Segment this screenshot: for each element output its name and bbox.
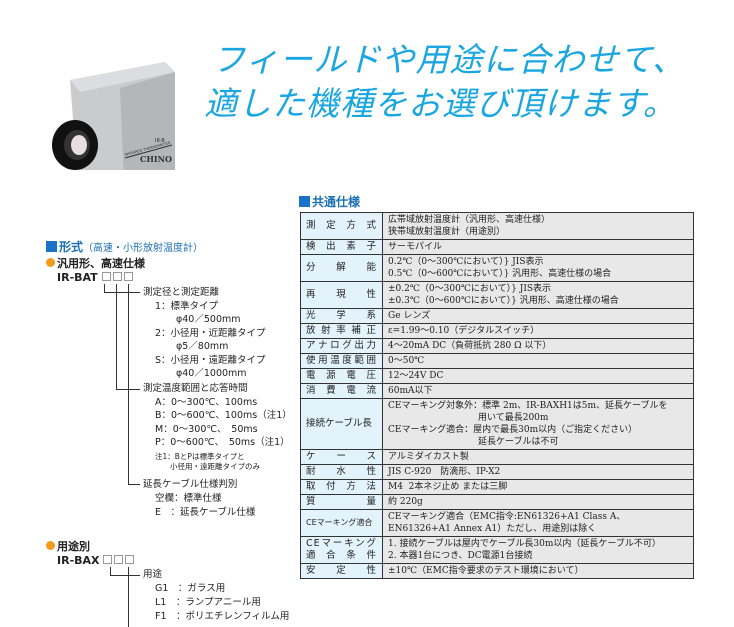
spec-label: 光学系 [300, 308, 383, 324]
spec-label: 電源電圧 [300, 368, 383, 384]
spec-value: 12～24V DC [382, 368, 694, 384]
spec-label: 使用温度範囲 [300, 353, 383, 369]
spec-value: 広帯域放射温度計（汎用形、高速仕様） 狭帯域放射温度計（用途別） [382, 212, 694, 240]
spec-row: 測定方式広帯域放射温度計（汎用形、高速仕様） 狭帯域放射温度計（用途別） [300, 212, 694, 240]
option: 空欄：標準仕様 [155, 493, 222, 504]
model-ir-bat: IR-BAT [57, 271, 135, 284]
option: A：0～300℃、100ms [155, 397, 258, 408]
spec-value: Ge レンズ [382, 308, 694, 324]
option: φ5／80mm [176, 341, 229, 352]
option: L1 ：ランプアニール用 [155, 597, 261, 608]
spec-label: 安定性 [300, 563, 383, 579]
spec-label: 接続ケーブル長 [300, 398, 383, 450]
spec-label: 分解能 [300, 254, 383, 282]
spec-value: 1. 接続ケーブルは屋内でケーブル長30m以内（延長ケーブル不可） 2. 本器1… [382, 536, 694, 564]
option: P：0～600℃、 50ms（注1） [155, 437, 290, 448]
spec-row: ケースアルミダイカスト製 [300, 449, 694, 465]
spec-value: 60mA以下 [382, 383, 694, 399]
headline: フィールドや用途に合わせて、 適した機種をお選び頂けます。 [204, 40, 686, 123]
spec-label: CEマーキング適合 [300, 509, 383, 537]
spec-value: M4 2本ネジ止め または三脚 [382, 479, 694, 495]
group-heading: 測定径と測定距離 [143, 287, 220, 298]
spec-value: 4～20mA DC（負荷抵抗 280 Ω 以下） [382, 338, 694, 354]
spec-value: アルミダイカスト製 [382, 449, 694, 465]
spec-value: CEマーキング対象外：標準 2m、IR-BAXH1は5m、延長ケーブルを 用いて… [382, 398, 694, 450]
spec-row: 再現性±0.2℃（0～300℃において）} JIS表示 ±0.3℃（0～600℃… [300, 281, 694, 309]
general-title: 汎用形、高速仕様 [46, 255, 145, 271]
model-ir-bax: IR-BAX [57, 554, 136, 567]
format-section-title: 形式（高速・小形放射温度計） [46, 238, 203, 255]
note: 注1：BとPは標準タイプと [155, 452, 245, 461]
option: φ40／1000mm [176, 368, 247, 379]
spec-label: CEマーキング適合条件 [300, 536, 383, 564]
spec-label: 耐水性 [300, 464, 383, 480]
spec-value: ±0.2℃（0～300℃において）} JIS表示 ±0.3℃（0～600℃におい… [382, 281, 694, 309]
spec-value: 0.2℃（0～300℃において）} JIS表示 0.5℃（0～600℃において）… [382, 254, 694, 282]
spec-value: CEマーキング適合（EMC指令:EN61326+A1 Class A、 EN61… [382, 509, 694, 537]
spec-label: ケース [300, 449, 383, 465]
option: 1：標準タイプ [155, 301, 219, 312]
spec-label: 取付方法 [300, 479, 383, 495]
spec-value: 0～50℃ [382, 353, 694, 369]
spec-value: サーモパイル [382, 239, 694, 255]
camera-brand: CHINO [140, 154, 172, 164]
note: 小径用・遠距離タイプのみ [170, 462, 260, 471]
group-heading: 用途 [143, 569, 163, 580]
spec-section-title: 共通仕様 [299, 193, 360, 210]
option: F1 ：ポリエチレンフィルム用 [155, 611, 290, 622]
spec-row: 質量約 220g [300, 494, 694, 510]
application-title: 用途別 [46, 538, 90, 554]
spec-label: 再現性 [300, 281, 383, 309]
option: B：0～600℃、100ms（注1） [155, 410, 292, 421]
spec-label: 放射率補正 [300, 323, 383, 339]
group-heading: 延長ケーブル仕様判別 [143, 479, 238, 490]
option: S：小径用・遠距離タイプ [155, 355, 266, 366]
spec-value: ε=1.99～0.10（デジタルスイッチ） [382, 323, 694, 339]
spec-label: 質量 [300, 494, 383, 510]
option: φ40／500mm [176, 314, 241, 325]
spec-label: 消費電流 [300, 383, 383, 399]
option: E ：延長ケーブル仕様 [155, 507, 256, 518]
spec-value: JIS C-920 防滴形、IP-X2 [382, 464, 694, 480]
spec-value: ±10℃（EMC指令要求のテスト環境において） [382, 563, 694, 579]
spec-value: 約 220g [382, 494, 694, 510]
option: M：0～300℃、 50ms [155, 424, 258, 435]
spec-label: 測定方式 [300, 212, 383, 240]
option: G1 ：ガラス用 [155, 583, 226, 594]
thermometer-product-image: INFRARED THERMOMETER CHINO IR-B [52, 62, 175, 170]
option: 2：小径用・近距離タイプ [155, 328, 266, 339]
spec-row: 検出素子サーモパイル [300, 239, 694, 255]
camera-model: IR-B [155, 138, 165, 144]
spec-table: 測定方式広帯域放射温度計（汎用形、高速仕様） 狭帯域放射温度計（用途別）検出素子… [300, 212, 694, 579]
spec-label: アナログ出力 [300, 338, 383, 354]
group-heading: 測定温度範囲と応答時間 [143, 383, 248, 394]
spec-row: 安定性±10℃（EMC指令要求のテスト環境において） [300, 563, 694, 579]
spec-label: 検出素子 [300, 239, 383, 255]
